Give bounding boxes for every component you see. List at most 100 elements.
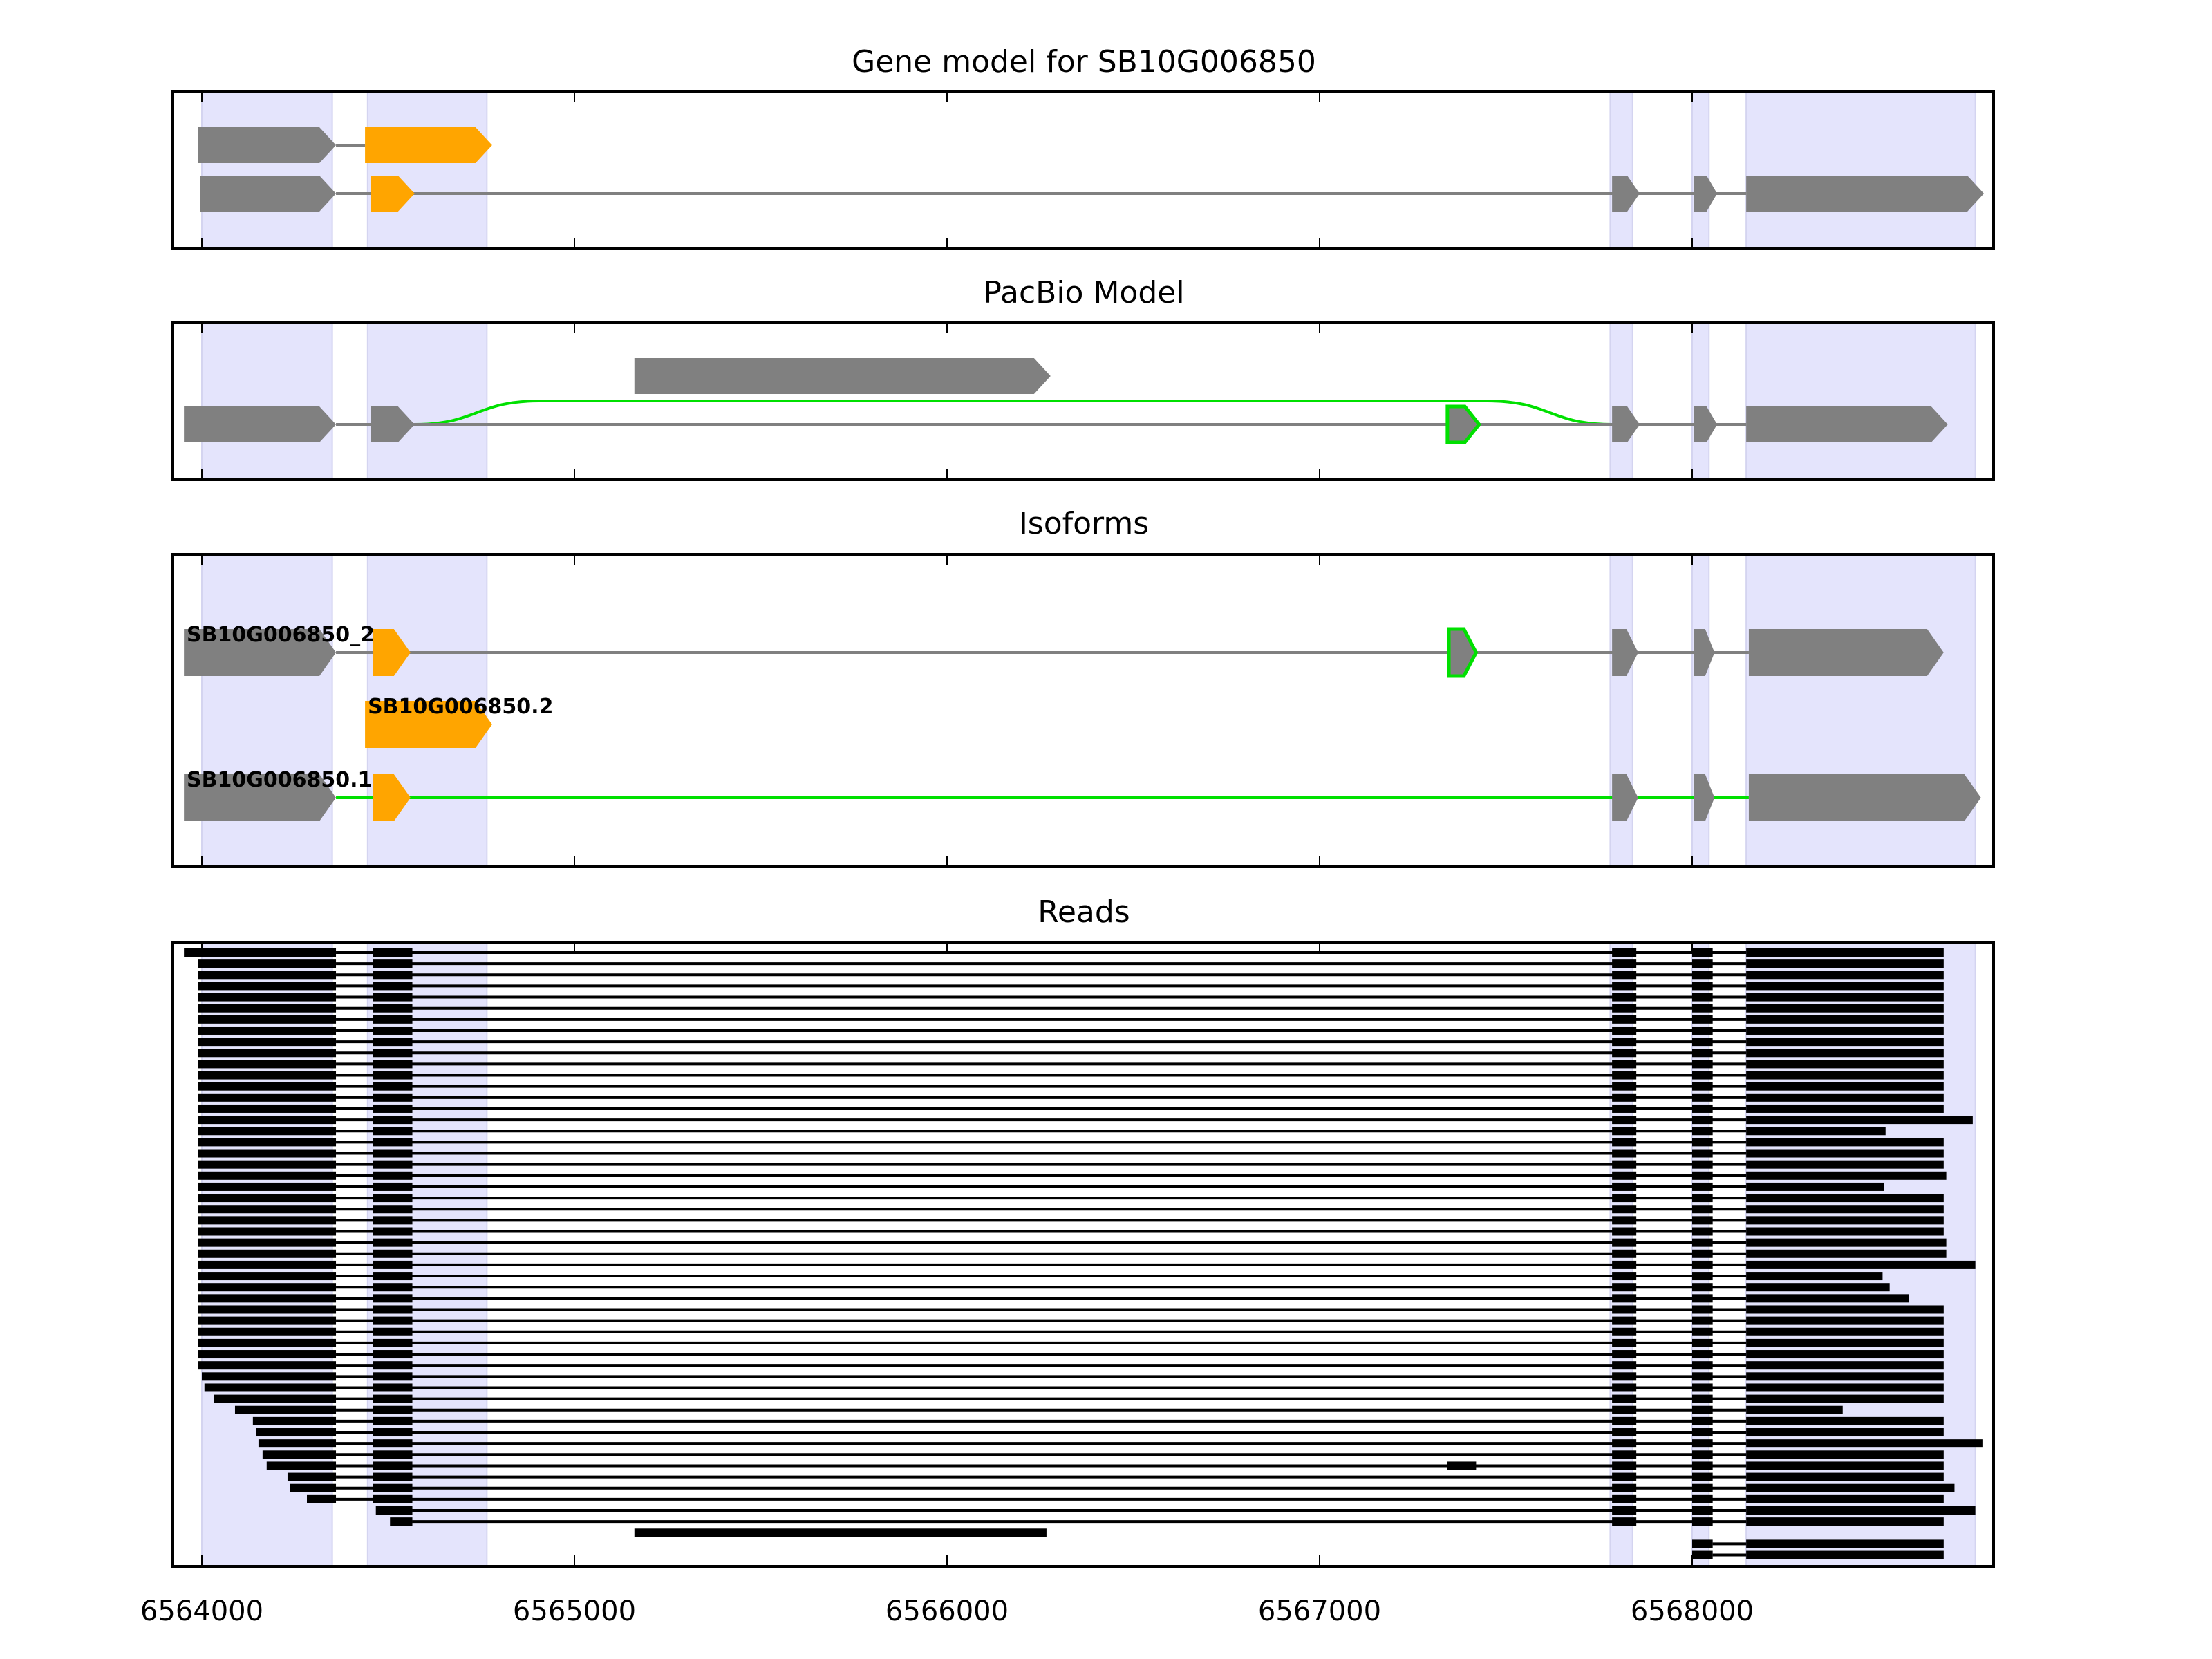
read-row [1692,1550,1944,1559]
read-block [198,1071,337,1080]
read-block [1612,1038,1637,1047]
shaded-exon-region [366,321,488,480]
read-block [1612,1171,1637,1180]
read-block [1692,1550,1713,1559]
read-block [1692,1450,1713,1459]
panel-title-gene-model: Gene model for SB10G006850 [852,44,1316,79]
read-row [184,948,1944,957]
exon [1694,176,1718,212]
read-block [1612,1305,1637,1314]
read-block [373,1116,413,1125]
exon [1748,629,1944,676]
read-block [373,1249,413,1258]
read-block [198,1127,337,1136]
exon [1748,774,1981,821]
read-row [198,1127,1886,1136]
read-block [1692,1327,1713,1336]
read-block [373,1093,413,1102]
read-block [1612,1049,1637,1058]
isoform-label: SB10G006850.2 [368,695,553,719]
read-block [373,1483,413,1492]
read-block [234,1405,337,1414]
read-block [1746,1260,1976,1269]
utr-exon [365,701,492,748]
exon [200,176,337,212]
read-block [1612,1227,1637,1236]
read-block [1612,1316,1637,1325]
read-row [390,1517,1944,1526]
read-block [1692,1361,1713,1370]
read-block [1692,1350,1713,1359]
read-block [1746,1283,1890,1292]
read-block [1612,948,1637,957]
x-tick-label: 6568000 [1631,1595,1754,1627]
read-block [1692,1249,1713,1258]
exon [371,406,415,442]
read-block [1746,1071,1944,1080]
exon [198,127,337,163]
read-block [1746,1294,1909,1303]
read-block [290,1483,337,1492]
read-block [1692,1461,1713,1470]
read-row [198,1283,1890,1292]
read-block [1692,959,1713,968]
x-tick-label: 6565000 [513,1595,636,1627]
read-row [198,1049,1944,1058]
axes-frame [171,90,1995,250]
read-block [1692,1494,1713,1503]
read-block [198,1116,337,1125]
panel-title-pacbio: PacBio Model [983,275,1184,310]
read-block [1746,1049,1944,1058]
read-block [202,1372,337,1381]
read-block [1746,1428,1944,1437]
read-block [1612,1283,1637,1292]
read-block [373,1238,413,1247]
exon [1694,774,1715,821]
skipped-junction-arc [414,400,1613,426]
read-block [1746,1026,1944,1035]
read-row [198,1160,1944,1169]
read-row [198,993,1944,1002]
read-block [373,1450,413,1459]
read-block [1692,1394,1713,1403]
read-row [198,1249,1947,1258]
read-block [198,1194,337,1203]
read-block [373,1216,413,1225]
read-block [373,1071,413,1080]
read-block [1692,1227,1713,1236]
read-block [1612,971,1637,980]
read-block [373,1205,413,1214]
read-block [184,948,337,957]
read-block [1746,1439,1983,1448]
read-block [1746,1227,1944,1236]
read-block [1612,1060,1637,1069]
read-block [198,1272,337,1281]
read-block [198,1350,337,1359]
read-row [198,1272,1883,1281]
read-row [198,1093,1944,1102]
read-block [373,1160,413,1169]
read-block [1746,1539,1944,1548]
read-block [198,1182,337,1191]
read-block [198,1049,337,1058]
read-row [198,1227,1944,1236]
read-block [1612,1450,1637,1459]
read-block [1746,1383,1944,1392]
read-block [287,1472,337,1481]
read-block [198,1283,337,1292]
read-block [373,1305,413,1314]
read-block [198,1327,337,1336]
read-block [373,1272,413,1281]
read-block [198,1260,337,1269]
read-block [373,1127,413,1136]
read-block [390,1517,413,1526]
read-block [373,1372,413,1381]
read-block [1612,1182,1637,1191]
read-block [1612,1294,1637,1303]
read-block [1612,1383,1637,1392]
read-block [373,1383,413,1392]
read-block [198,1338,337,1347]
read-block [1447,1461,1477,1470]
read-block [1746,1004,1944,1013]
read-block [198,1361,337,1370]
